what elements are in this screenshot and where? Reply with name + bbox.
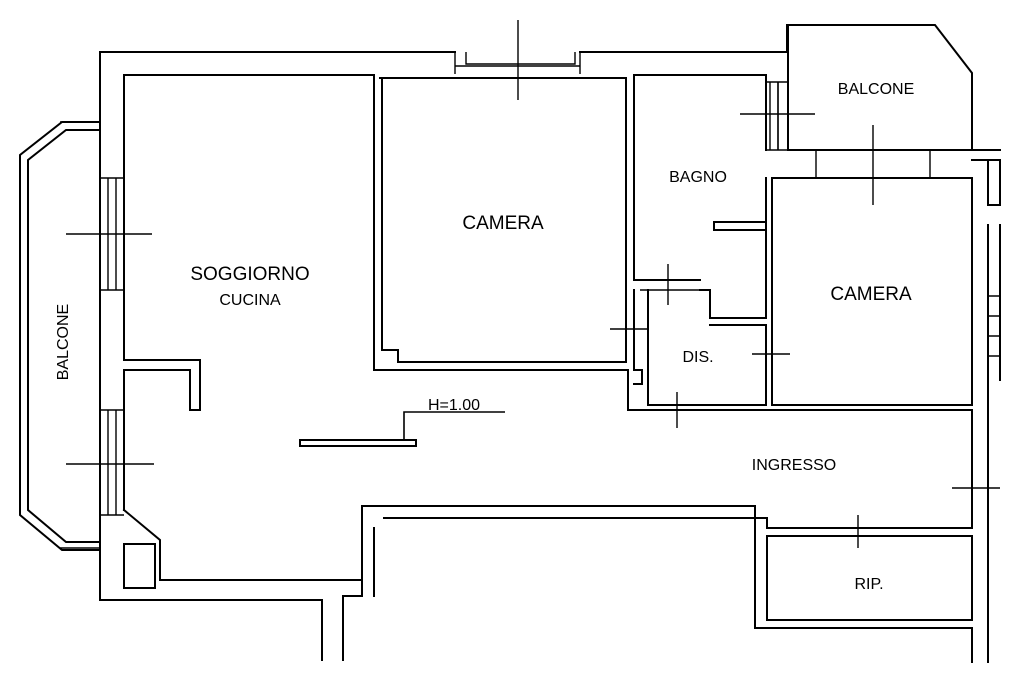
exterior-walls xyxy=(99,24,1001,663)
label-camera-2: CAMERA xyxy=(830,284,912,305)
label-balcone-north: BALCONE xyxy=(838,81,914,98)
interior-walls xyxy=(123,24,1001,621)
label-disimpegno: DIS. xyxy=(682,349,713,366)
room-labels: SOGGIORNO CUCINA CAMERA BAGNO CAMERA DIS… xyxy=(55,81,914,593)
label-soggiorno: SOGGIORNO xyxy=(190,264,309,285)
label-ingresso: INGRESSO xyxy=(752,457,836,474)
label-bagno: BAGNO xyxy=(669,169,727,186)
label-ripostiglio: RIP. xyxy=(854,576,883,593)
label-balcone-west: BALCONE xyxy=(55,304,72,380)
balcony-west xyxy=(19,121,101,551)
label-cucina: CUCINA xyxy=(219,292,281,309)
label-camera-1: CAMERA xyxy=(462,213,544,234)
height-note: H=1.00 xyxy=(428,397,480,414)
